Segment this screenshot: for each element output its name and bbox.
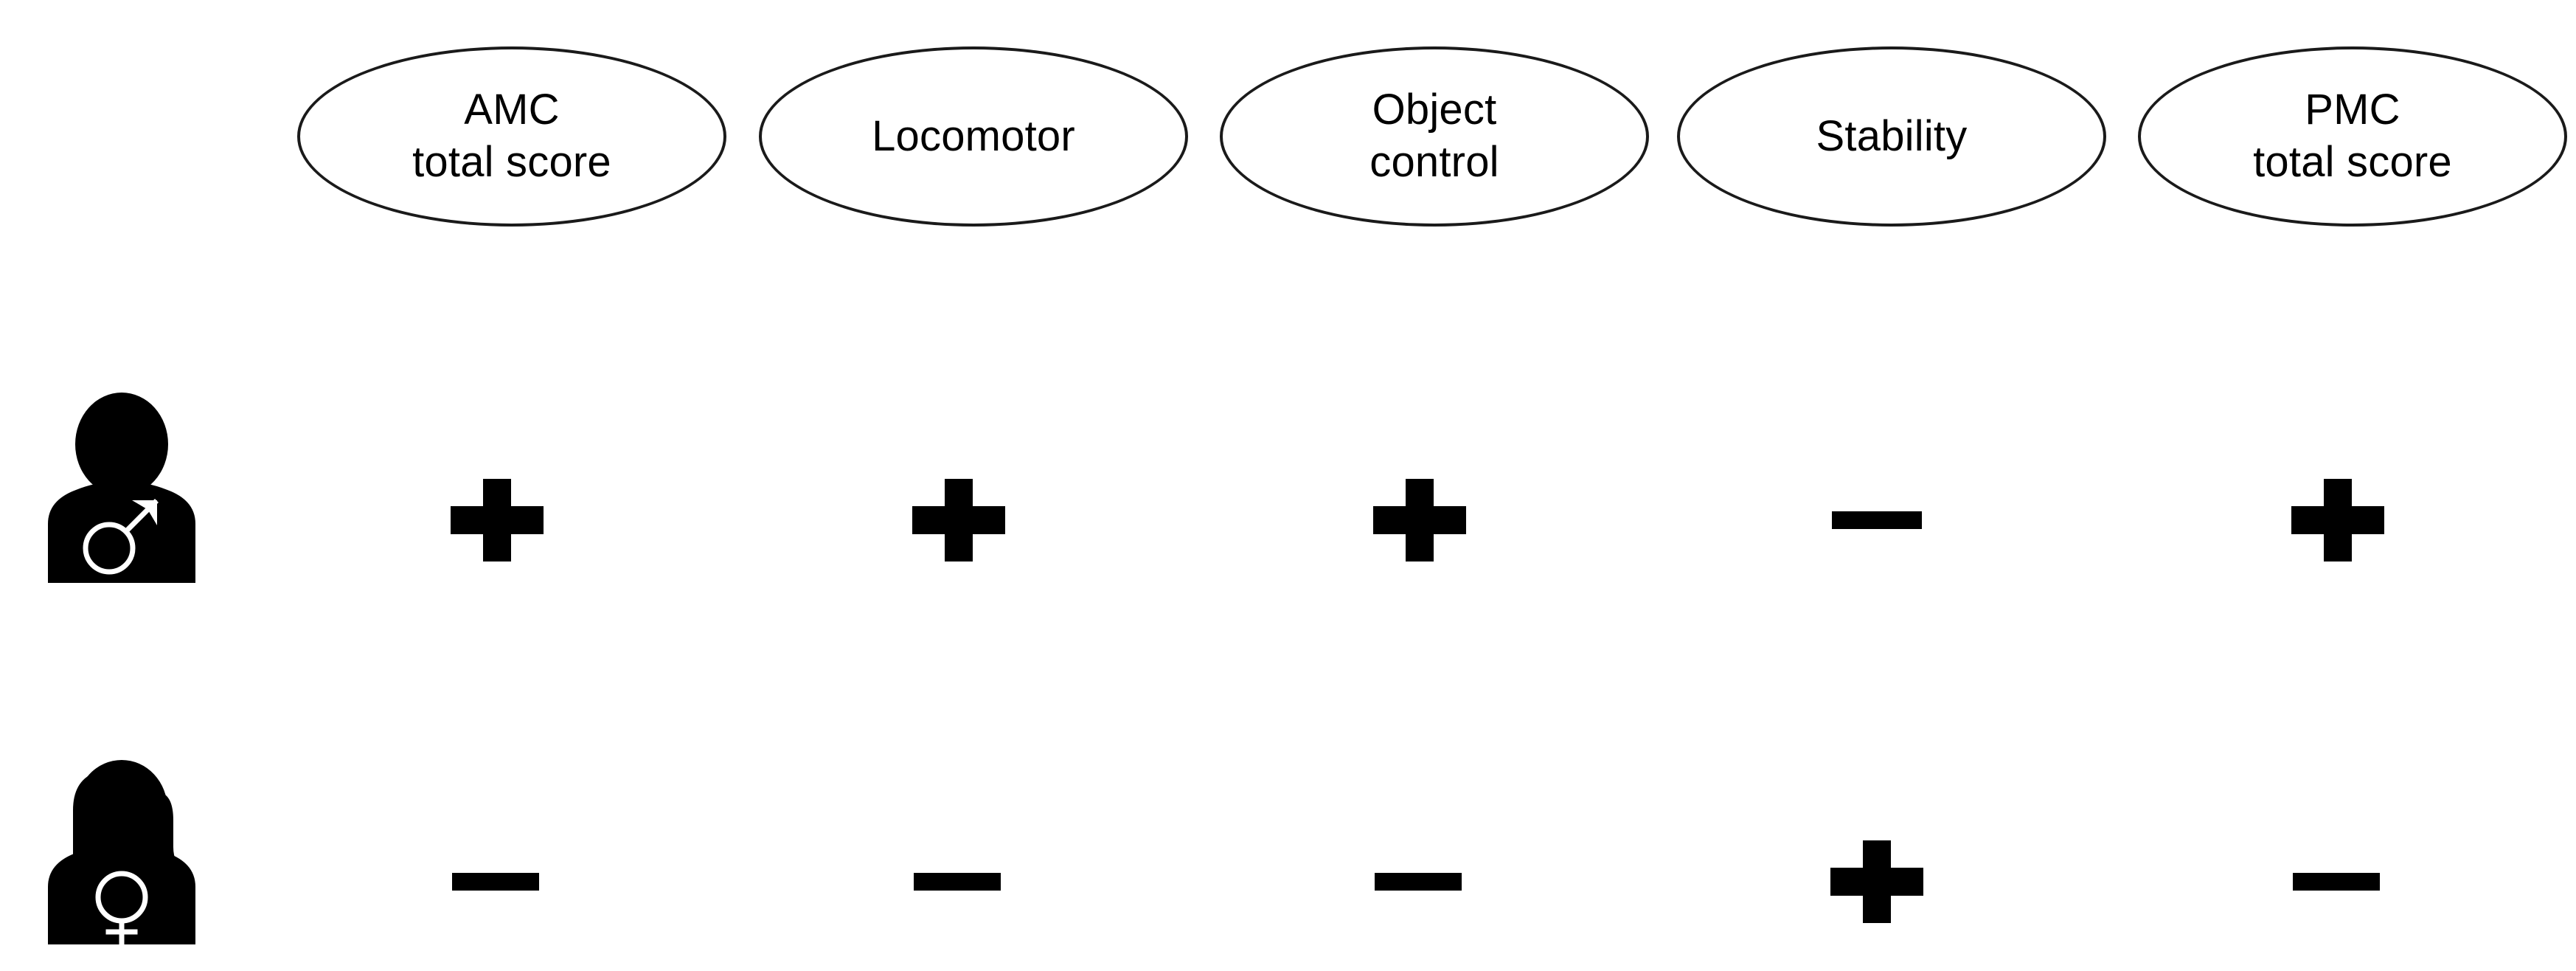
- plus-icon: [451, 479, 544, 561]
- column-header-label: Stability: [1816, 111, 1968, 160]
- cell-female-object-control[interactable]: [1372, 834, 1468, 930]
- cell-male-object-control[interactable]: [1372, 472, 1468, 568]
- table-row-male: [0, 384, 2576, 583]
- column-header-object-control[interactable]: Object control: [1220, 46, 1649, 227]
- minus-icon: [1832, 511, 1922, 529]
- cell-male-stability[interactable]: [1829, 472, 1925, 568]
- cell-male-locomotor[interactable]: [911, 472, 1007, 568]
- cell-male-amc-total-score[interactable]: [449, 472, 545, 568]
- plus-icon: [912, 479, 1005, 561]
- column-header-row: AMC total score Locomotor Object control…: [0, 46, 2576, 227]
- column-header-label: Locomotor: [872, 111, 1075, 160]
- plus-icon: [2291, 479, 2384, 561]
- male-person-icon: [41, 391, 203, 583]
- cell-male-pmc-total-score[interactable]: [2290, 472, 2386, 568]
- minus-icon: [1375, 873, 1462, 891]
- column-header-amc-total-score[interactable]: AMC total score: [297, 46, 726, 227]
- cell-female-locomotor[interactable]: [911, 834, 1007, 930]
- cell-female-amc-total-score[interactable]: [449, 834, 545, 930]
- minus-icon: [2293, 873, 2380, 891]
- column-header-pmc-total-score[interactable]: PMC total score: [2138, 46, 2567, 227]
- column-header-label: AMC total score: [412, 86, 611, 186]
- column-header-locomotor[interactable]: Locomotor: [759, 46, 1188, 227]
- table-row-female: [0, 745, 2576, 944]
- plus-icon: [1830, 840, 1923, 923]
- minus-icon: [914, 873, 1001, 891]
- cell-female-pmc-total-score[interactable]: [2290, 834, 2386, 930]
- column-header-label: Object control: [1369, 86, 1499, 186]
- plus-icon: [1373, 479, 1466, 561]
- column-header-label: PMC total score: [2253, 86, 2452, 186]
- cell-female-stability[interactable]: [1829, 834, 1925, 930]
- minus-icon: [452, 873, 539, 891]
- female-person-icon: [41, 753, 203, 944]
- column-header-stability[interactable]: Stability: [1677, 46, 2106, 227]
